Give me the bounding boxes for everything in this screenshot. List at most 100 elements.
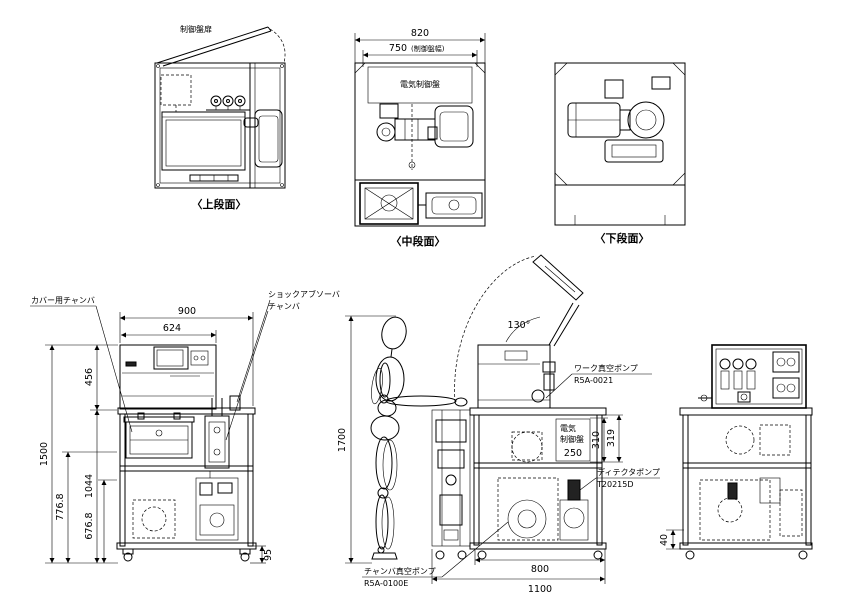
connector-block (772, 351, 800, 373)
caster-icon (685, 550, 695, 560)
dim-900: 900 (178, 306, 196, 317)
chamber-vacuum-pump (507, 499, 547, 539)
control-box-front (119, 344, 217, 410)
shock-absorber-chamber (204, 395, 241, 469)
dim-800: 800 (531, 564, 549, 575)
caster-icon (477, 550, 487, 560)
side-tank (254, 109, 283, 168)
leader-chamber (225, 310, 269, 441)
opened-lid (454, 254, 584, 403)
shock-absorber-chamber-label: チャンバ (268, 302, 300, 311)
touch-screen (153, 346, 189, 370)
dim-676-8: 676.8 (84, 512, 95, 539)
mannequin-upper-arm (379, 362, 391, 398)
lower-view-title: 〈下段面〉 (595, 231, 650, 245)
dim-40: 40 (659, 534, 670, 546)
mannequin-forearm (385, 395, 457, 407)
chamber-middle (359, 182, 419, 225)
gauge-icon (719, 358, 731, 370)
caster-icon (798, 550, 808, 560)
middle-frame (354, 62, 486, 227)
mannequin-chest (375, 356, 405, 402)
lower-pumps-front (132, 471, 239, 541)
dim-310: 310 (591, 431, 602, 449)
gauge-icon (210, 95, 222, 107)
dim-750: 750 (389, 43, 407, 54)
dim-750-note: (制御盤幅) (411, 44, 445, 53)
upper-view (154, 26, 286, 189)
pipe-unit (418, 192, 483, 219)
dim-624: 624 (163, 323, 181, 334)
lower-frame (554, 62, 686, 226)
button-panel (190, 350, 209, 366)
chamber-pump-model: R5A-0100E (364, 579, 408, 588)
detector-pump-model: T20215D (596, 480, 634, 489)
chamber-pump-label: チャンバ真空ポンプ (364, 566, 436, 576)
table-top (117, 407, 256, 415)
mannequin-shin (375, 494, 389, 550)
caster-icons (122, 548, 251, 562)
mannequin-head (381, 316, 407, 350)
middle-view (354, 62, 486, 227)
work-vacuum-pump (531, 361, 556, 403)
work-pump-label: ワーク真空ポンプ (574, 363, 638, 373)
lower-view (554, 62, 686, 226)
gauge-icon (745, 358, 757, 370)
base-frame (116, 542, 257, 550)
side-panel-dim: 250 (564, 448, 582, 459)
middle-view-title: 〈中段面〉 (391, 234, 446, 248)
dim-820: 820 (411, 28, 429, 39)
upper-frame (154, 62, 286, 189)
mannequin-foot (371, 552, 398, 560)
dim-456: 456 (84, 368, 95, 386)
gauge-icons (206, 95, 250, 111)
mannequin-thigh (375, 436, 393, 490)
lid-angle: 130° (508, 320, 531, 331)
hidden-box (160, 74, 192, 106)
upper-inner-frame (159, 67, 281, 184)
electrical-panel (367, 66, 473, 104)
work-pump-model: R5A-0021 (574, 376, 613, 385)
caster-icons-side (435, 550, 603, 560)
dim-1700: 1700 (337, 428, 348, 452)
rear-pumps (699, 424, 803, 541)
gauge-icon (234, 95, 246, 107)
middle-view-dimensions (354, 33, 486, 67)
front-view (116, 344, 257, 562)
leg-left (119, 413, 126, 547)
side-view-dimensions (345, 315, 660, 584)
side-table-top (469, 407, 607, 416)
side-electrical-panel (555, 418, 591, 462)
tank-valve (243, 117, 259, 128)
side-column (431, 409, 471, 547)
leader-detector-pump (579, 477, 597, 491)
shock-absorber-label: ショックアブソーバ (268, 289, 340, 299)
lower-shelf (119, 465, 254, 472)
dim-1100: 1100 (528, 584, 552, 595)
electrical-panel-label: 電気制御盤 (400, 79, 440, 89)
caster-icon (123, 552, 133, 562)
gauge-icon (222, 95, 234, 107)
side-pumps (497, 431, 589, 541)
caster-icon (457, 550, 467, 560)
mannequin-hips (370, 415, 400, 441)
detector-pump (567, 479, 581, 501)
cover-chamber-top (161, 111, 246, 171)
leg-right (247, 413, 254, 547)
cover-chamber-label: カバー用チャンバ (31, 296, 95, 305)
mannequin-hand (454, 397, 468, 407)
front-view-dimensions (30, 299, 271, 564)
logo-mark (125, 361, 137, 367)
dim-319: 319 (606, 429, 617, 447)
connector-block (772, 377, 800, 399)
dim-95: 95 (263, 549, 274, 561)
side-panel-label-1: 電気 (560, 423, 576, 433)
control-box-side (477, 344, 551, 409)
gauge-icon (732, 358, 744, 370)
chamber-pump-motor (567, 76, 671, 163)
dim-776-8: 776.8 (55, 493, 66, 520)
upper-view-title: 〈上段面〉 (192, 197, 247, 211)
control-panel-door (156, 26, 286, 67)
caster-icon (593, 550, 603, 560)
